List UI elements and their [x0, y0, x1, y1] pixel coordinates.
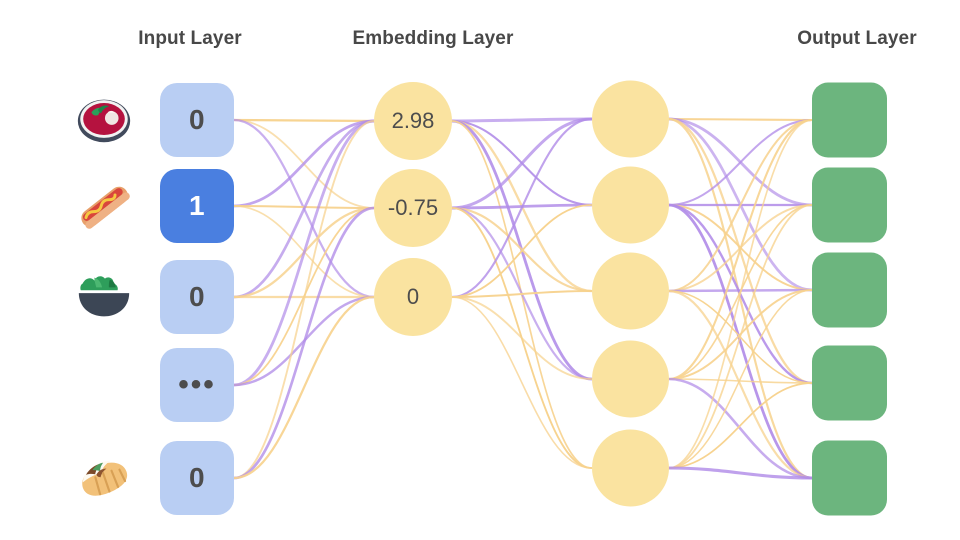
input-node-value: 0 — [188, 104, 206, 135]
input-node-value: ••• — [178, 368, 216, 401]
input-node-value: 1 — [188, 190, 206, 221]
embedding-node-1[interactable]: -0.75 — [374, 169, 452, 247]
hidden-node-1[interactable] — [591, 166, 669, 244]
input-node-3[interactable]: ••• — [160, 348, 234, 422]
hidden-node-2[interactable] — [591, 252, 669, 330]
burrito-icon — [73, 447, 135, 509]
embedding-node-value: 2.98 — [391, 108, 435, 133]
embedding-node-value: 0 — [406, 284, 420, 309]
input-node-1[interactable]: 1 — [160, 169, 234, 243]
green-salad-icon — [73, 266, 135, 328]
hidden-node-3[interactable] — [591, 340, 669, 418]
input-node-value: 0 — [188, 281, 206, 312]
output-node-0[interactable] — [812, 82, 887, 158]
input-node-2[interactable]: 0 — [160, 260, 234, 334]
embedding-node-value: -0.75 — [387, 195, 439, 220]
output-node-3[interactable] — [812, 345, 887, 421]
hot-dog-icon — [73, 175, 135, 237]
embedding-layer-title: Embedding Layer — [352, 28, 514, 49]
input-layer-title: Input Layer — [138, 28, 242, 49]
output-node-1[interactable] — [812, 167, 887, 243]
ellipsis-placeholder-icon — [73, 354, 135, 416]
output-layer-title: Output Layer — [797, 28, 917, 49]
input-node-4[interactable]: 0 — [160, 441, 234, 515]
embedding-node-0[interactable]: 2.98 — [374, 82, 452, 160]
output-node-4[interactable] — [812, 440, 887, 516]
input-node-0[interactable]: 0 — [160, 83, 234, 157]
hidden-node-0[interactable] — [591, 80, 669, 158]
output-node-2[interactable] — [812, 252, 887, 328]
input-node-value: 0 — [188, 462, 206, 493]
embedding-node-2[interactable]: 0 — [374, 258, 452, 336]
meat-on-bone-icon — [73, 89, 135, 151]
hidden-node-4[interactable] — [591, 429, 669, 507]
